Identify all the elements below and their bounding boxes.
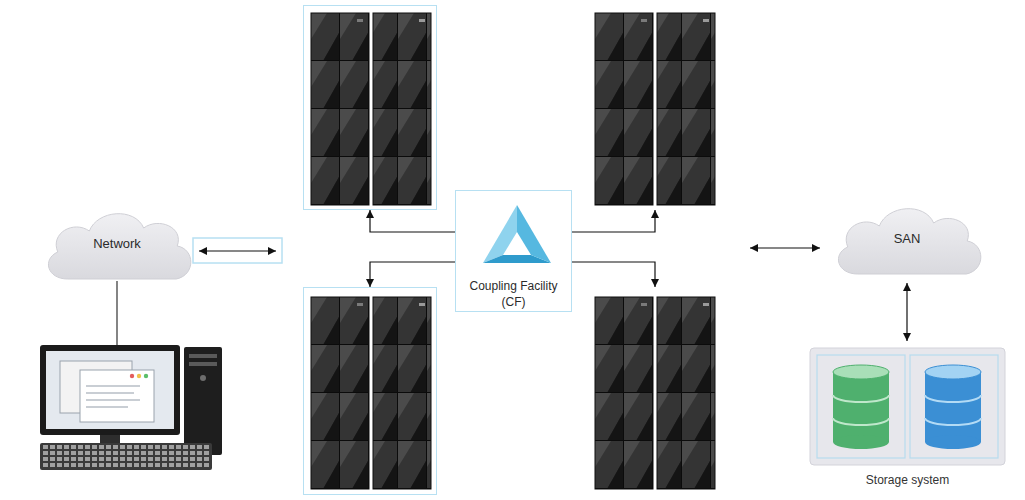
node-label: Network [93,236,141,251]
network-link-arrow [199,250,276,251]
screen [46,351,174,429]
disk-top [833,365,889,379]
node-label: SAN [894,231,921,246]
disk-band [925,395,981,425]
keyboard [40,443,212,470]
tower-bay [189,354,217,358]
network-wire [116,281,117,345]
mainframe [588,287,722,495]
disk-body [833,372,889,442]
storage-drawing [810,348,1005,465]
disk-body [925,372,981,442]
window-dot [137,374,141,378]
mainframe [303,5,437,210]
network-cloud: Network [38,203,196,283]
keyboard-keys [43,445,209,468]
tower [184,347,222,455]
mainframe [303,287,437,495]
cloud-shape [48,214,190,279]
link-highlight [193,238,282,263]
mainframe-drawing [595,297,715,489]
node-label: Storage system [810,472,1005,488]
disk-base [925,435,981,449]
connector-arrow [370,210,455,232]
disk-top [925,365,981,379]
connector-arrow [906,283,907,341]
mainframe [588,5,722,210]
connector-arrow [370,262,455,287]
storage-panel [817,355,905,458]
monitor-stand [100,435,120,443]
san-cloud: SAN [828,198,986,278]
mainframe-drawing [311,297,431,489]
power-button [200,375,206,381]
window-dot [130,374,134,378]
storage-panel [910,355,998,458]
computer-drawing [40,345,222,470]
disk-band [833,395,889,425]
cloud-shape [838,209,980,274]
logo-facet [483,205,517,263]
disk-base [833,435,889,449]
connector-arrow [572,210,655,232]
connector-arrow [572,262,655,287]
storage-system: Storage system [810,348,1005,490]
node-label: Coupling Facility (CF) [462,278,566,310]
storage-box [810,348,1005,465]
tower-bay [189,362,217,366]
mainframe-drawing [311,13,431,205]
san-link-arrow [750,247,820,248]
window-lines [86,386,140,407]
cf-logo [483,205,551,263]
monitor [40,345,180,435]
window-dot [144,374,148,378]
window [80,370,154,422]
mainframe-drawing [595,13,715,205]
logo-facet [517,205,551,263]
coupling-facility: Coupling Facility (CF) [455,190,572,312]
